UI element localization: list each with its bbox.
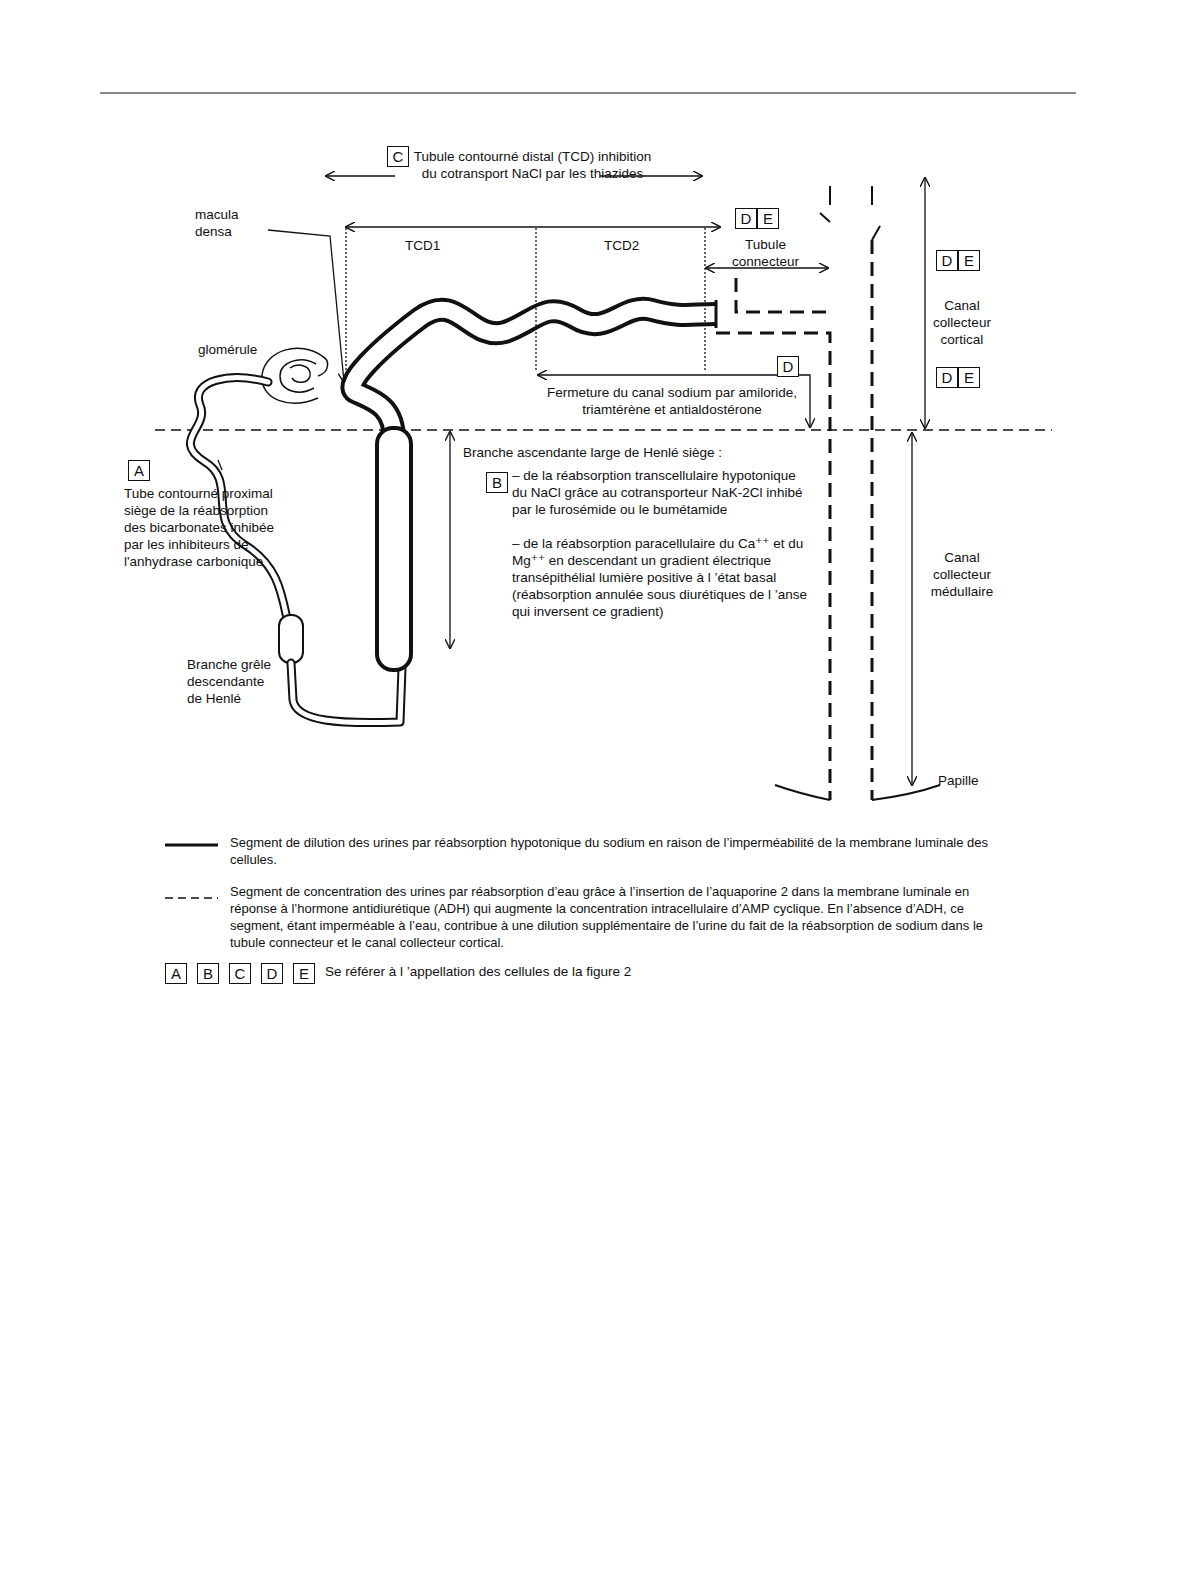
cell-letter-box: B (197, 963, 219, 984)
cell-letter: B (492, 474, 502, 491)
drug-annotation: Fermeture du canal sodium par amiloride,… (522, 385, 822, 419)
cell-letter-box: C (387, 146, 409, 167)
legend-text: Segment de dilution des urines par réabs… (230, 835, 1010, 869)
cell-letter: C (393, 148, 404, 165)
legend-dashed-sample (165, 897, 218, 899)
legend-text: Segment de concentration des urines par … (230, 884, 1010, 952)
tcd-annotation: Tubule contourné distal (TCD) inhibition… (410, 149, 655, 183)
cell-letter-box: E (958, 367, 980, 388)
cell-letter: D (741, 210, 752, 227)
cell-letter: E (964, 252, 974, 269)
cell-letter: B (203, 965, 213, 982)
structure-label: Canal collecteur médullaire (922, 550, 1002, 601)
cell-letter: E (763, 210, 773, 227)
structure-label: Tube contourné proximal siège de la réab… (124, 486, 284, 570)
collecting-duct (716, 240, 872, 800)
structure-label: glomérule (198, 342, 278, 359)
function-note: – de la réabsorption paracellulaire du C… (512, 536, 812, 620)
cell-letter-box: D (777, 356, 799, 377)
structure-label: Papille (938, 773, 998, 790)
cell-letter-box: B (486, 472, 508, 493)
cell-letter-box: E (958, 250, 980, 271)
cell-letter: D (267, 965, 278, 982)
cell-letter-box: D (735, 208, 757, 229)
cell-letter-box: D (936, 250, 958, 271)
cell-letter-box: C (229, 963, 251, 984)
function-note: – de la réabsorption transcellulaire hyp… (512, 468, 812, 519)
cell-letter: A (171, 965, 181, 982)
cell-letter-box: A (128, 460, 150, 481)
cell-letter: C (235, 965, 246, 982)
cell-letter: D (783, 358, 794, 375)
cell-letter-box: D (261, 963, 283, 984)
structure-label: Branche grêle descendante de Henlé (187, 657, 282, 708)
cell-letter: E (964, 369, 974, 386)
legend-solid-sample (165, 844, 218, 847)
structure-label: Canal collecteur cortical (922, 298, 1002, 349)
cell-letter: E (299, 965, 309, 982)
structure-label: Tubule connecteur (718, 237, 813, 271)
cell-letter-box: E (293, 963, 315, 984)
cell-letter: D (942, 369, 953, 386)
cell-letter: D (942, 252, 953, 269)
cell-letter-box: E (757, 208, 779, 229)
reference-note: Se référer à l ’appellation des cellules… (325, 964, 745, 981)
segment-label: TCD2 (604, 238, 654, 255)
structure-label: Branche ascendante large de Henlé siège … (463, 445, 763, 462)
glomerulus (262, 348, 328, 403)
cell-letter: A (134, 462, 144, 479)
cell-letter-box: D (936, 367, 958, 388)
structure-label: macula densa (195, 207, 270, 241)
cell-letter-box: A (165, 963, 187, 984)
segment-label: TCD1 (405, 238, 455, 255)
